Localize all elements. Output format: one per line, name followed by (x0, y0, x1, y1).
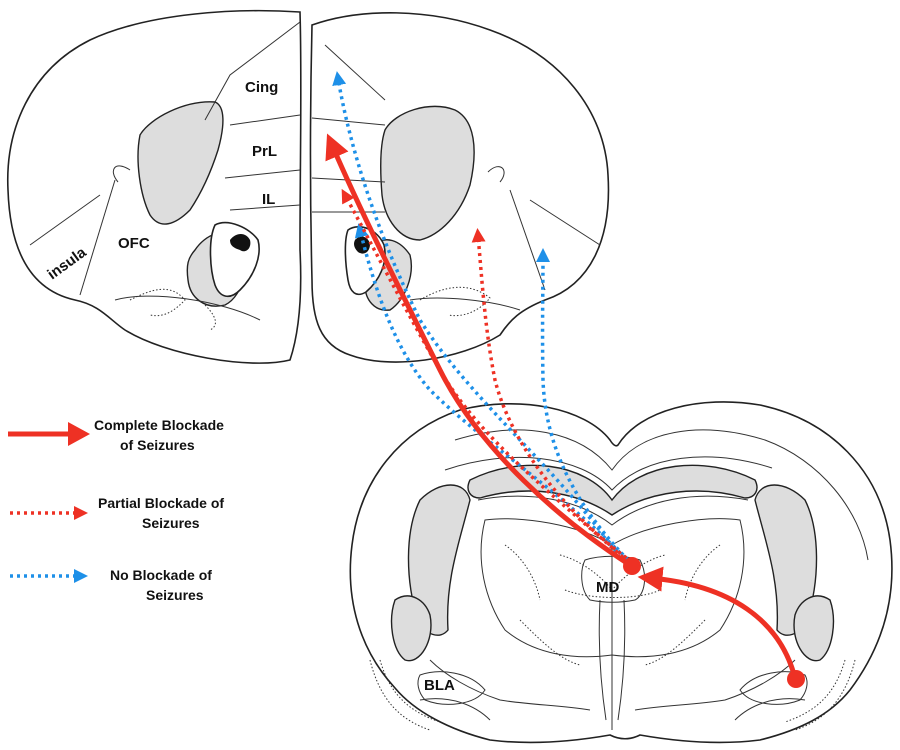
partial-blockade-arrow-to-ofc (471, 228, 634, 564)
legend-partial-line1: Partial Blockade of (98, 495, 224, 511)
legend-partial-line2: Seizures (142, 515, 200, 531)
label-prl: PrL (252, 143, 277, 160)
legend-none-arrowhead (74, 569, 88, 583)
label-il: IL (262, 191, 275, 208)
coronal-brain-section (349, 401, 893, 744)
bla-injection-dot (787, 670, 805, 688)
no-blockade-arrow-to-cing (332, 71, 622, 559)
right-prefrontal-section (309, 12, 610, 363)
no-blockade-arrow-to-il (354, 223, 627, 560)
legend: Complete Blockade of Seizures Partial Bl… (8, 417, 224, 603)
label-cing: Cing (245, 79, 278, 96)
md-injection-dot (623, 557, 641, 575)
legend-none-line1: No Blockade of (110, 567, 212, 583)
legend-none-line2: Seizures (146, 587, 204, 603)
label-bla: BLA (424, 677, 455, 694)
legend-partial-arrowhead (74, 506, 88, 520)
left-prefrontal-section (6, 9, 302, 364)
complete-blockade-arrow-md-to-prl (325, 133, 632, 568)
legend-complete-line2: of Seizures (120, 437, 195, 453)
complete-blockade-arrow-bla-to-md (637, 566, 798, 679)
legend-complete-arrowhead (68, 422, 90, 446)
label-md: MD (596, 579, 619, 596)
legend-complete-line1: Complete Blockade (94, 417, 224, 433)
no-blockade-arrow-to-insula (535, 248, 630, 562)
label-ofc: OFC (118, 235, 150, 252)
